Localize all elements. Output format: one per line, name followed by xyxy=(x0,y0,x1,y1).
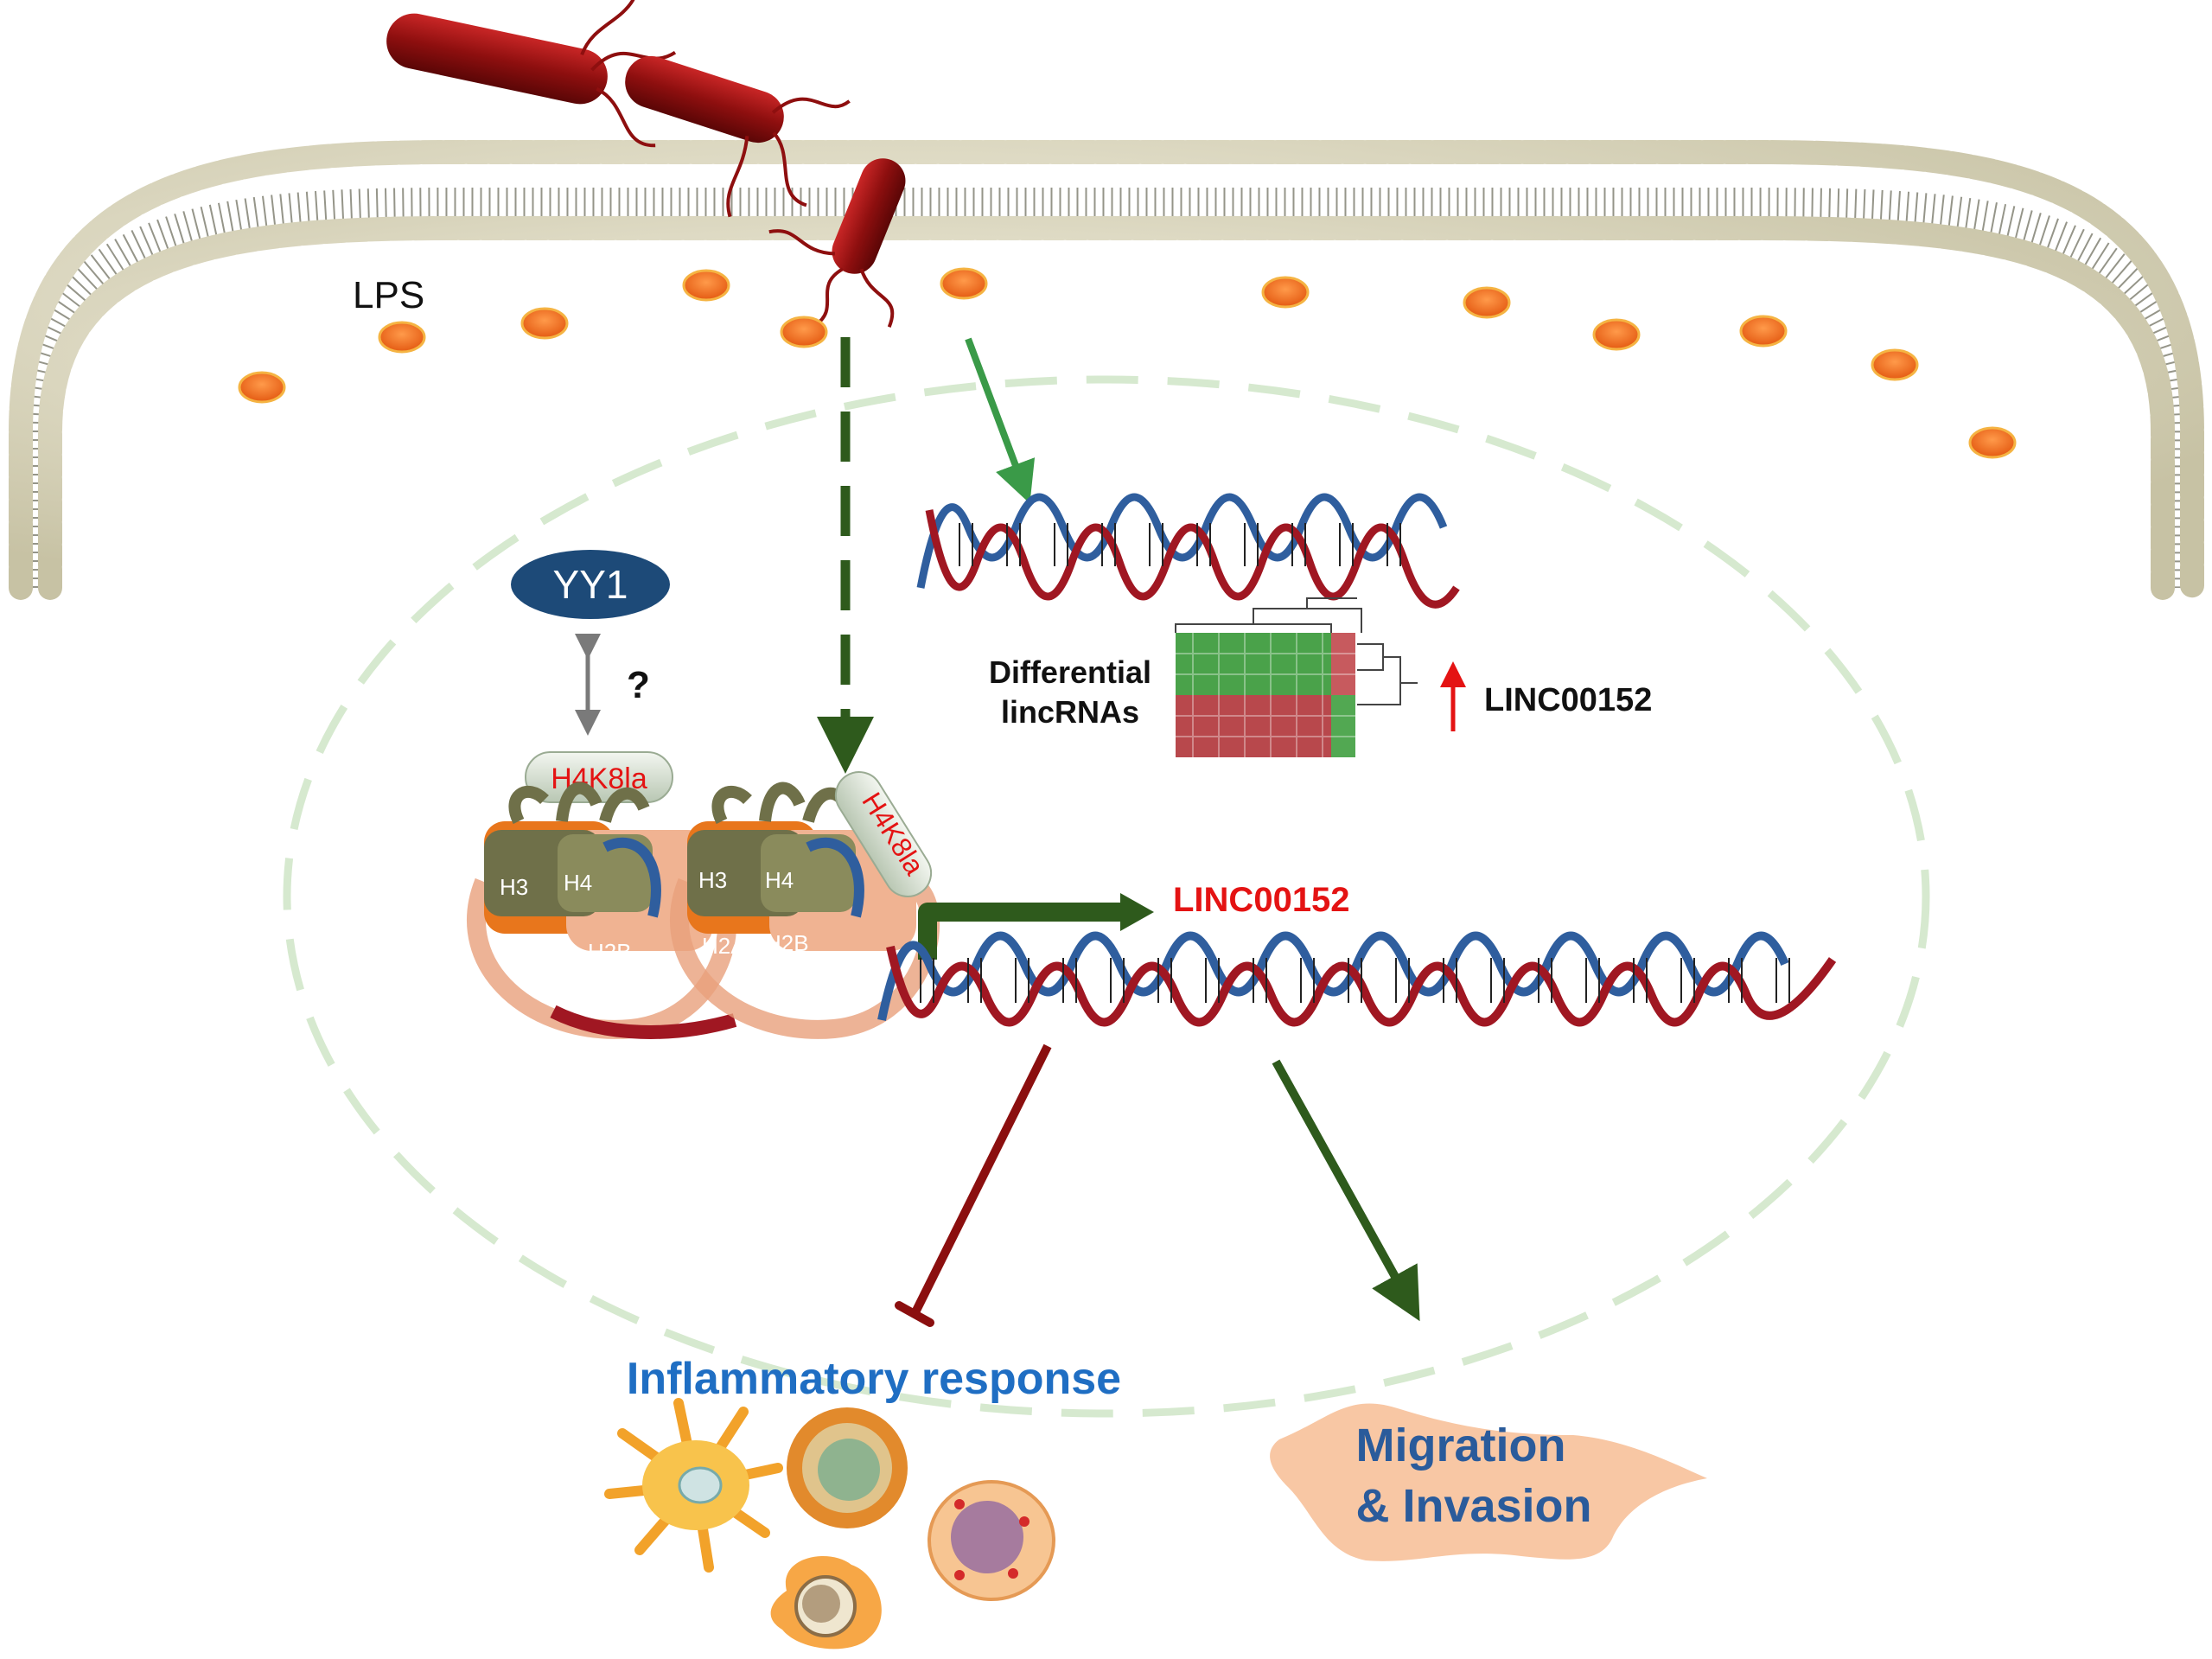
migration-cell-shape xyxy=(1270,1403,1707,1561)
bacterium-3 xyxy=(768,158,906,328)
histone-h2b-label-1: H2B xyxy=(588,939,632,965)
transcription-arrowhead xyxy=(1120,893,1154,931)
lincrna-heatmap xyxy=(1175,597,1418,757)
linc00152-promoter-label: LINC00152 xyxy=(1173,881,1350,919)
inflammatory-response-label: Inflammatory response xyxy=(627,1354,1121,1404)
monocyte-cell xyxy=(928,1480,1055,1601)
unknown-interaction-mark: ? xyxy=(627,664,650,706)
histone-h2b-label-2: H2B xyxy=(765,930,809,956)
bacterium-2 xyxy=(625,55,851,218)
differential-lincrnas-label-line1: Differential xyxy=(989,654,1151,690)
migration-label: Migration xyxy=(1356,1420,1566,1471)
yy1-protein xyxy=(511,550,670,619)
transcription-start-arrow xyxy=(918,903,1124,960)
linker-dna xyxy=(550,1005,737,1039)
histone-h2a-label-2: H2A xyxy=(702,933,746,959)
nucleosome-1 xyxy=(467,782,737,1039)
neutrophil-cell xyxy=(770,1556,882,1649)
lower-dna-helix xyxy=(877,931,1837,1027)
nucleosome-2 xyxy=(670,782,940,1039)
histone-h3-label-1: H3 xyxy=(500,874,528,900)
histone-h4-label-1: H4 xyxy=(564,870,592,896)
bacterium-1 xyxy=(386,0,677,148)
upper-dna-helix xyxy=(916,493,1460,609)
nucleus-border xyxy=(283,375,1930,1418)
lps-to-dna-arrow xyxy=(965,337,1036,504)
promotion-arrow xyxy=(1272,1059,1420,1322)
invasion-label: & Invasion xyxy=(1355,1480,1591,1532)
h4k8la-right-pill xyxy=(834,771,933,897)
histone-h4-label-2: H4 xyxy=(765,867,794,893)
cell-membrane xyxy=(8,140,2204,600)
inhibition-bar xyxy=(895,1301,934,1327)
lps-label: LPS xyxy=(353,274,424,316)
histone-h3-label-2: H3 xyxy=(698,867,727,893)
heatmap-dendrogram xyxy=(1175,597,1418,705)
yy1-label: YY1 xyxy=(553,562,628,607)
upregulated-linc00152-label: LINC00152 xyxy=(1484,682,1652,718)
dendritic-cell xyxy=(604,1398,783,1573)
macrophage-cell xyxy=(787,1407,908,1528)
inhibition-arrow xyxy=(910,1043,1052,1317)
lps-particles xyxy=(238,267,2017,459)
differential-lincrnas-label-line2: lincRNAs xyxy=(1001,694,1139,730)
histone-h2a-label-1: H2A xyxy=(500,936,544,962)
